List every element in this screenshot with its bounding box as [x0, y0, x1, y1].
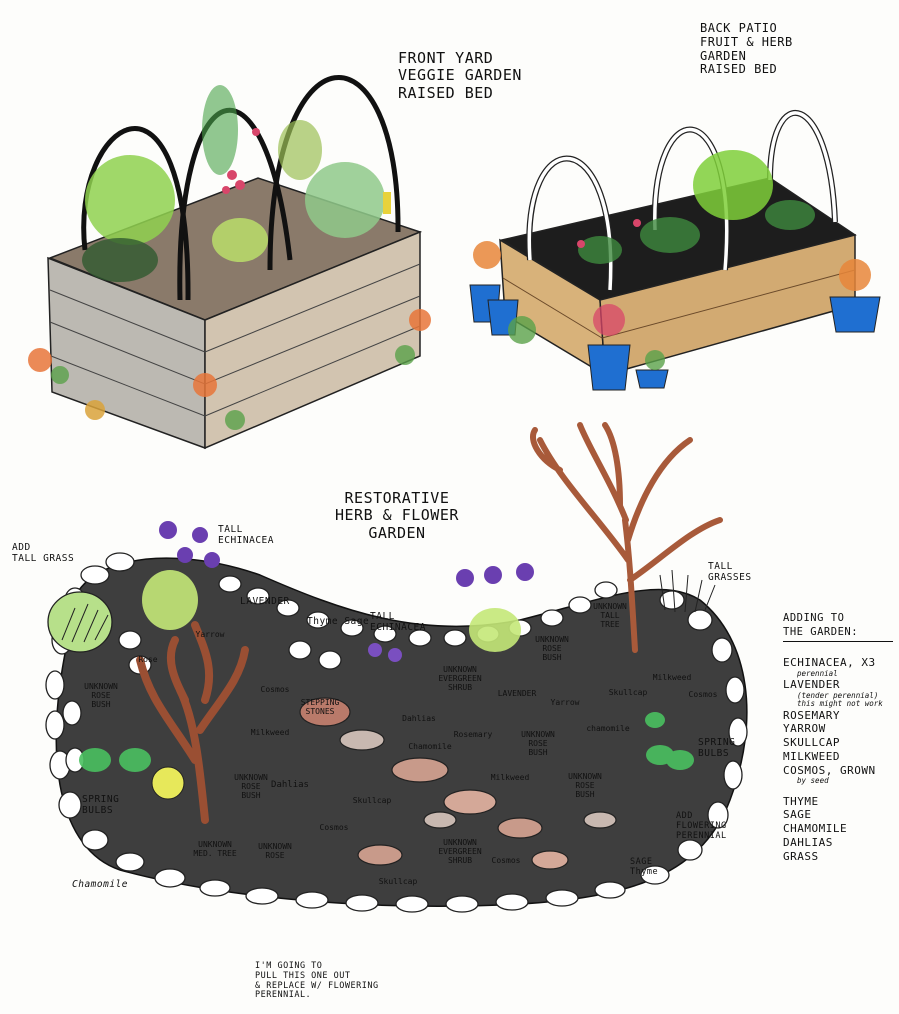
tall-echinacea-left-note: TALL ECHINACEA [218, 524, 274, 546]
plant-yarrow-2: Yarrow [550, 698, 580, 707]
plant-rosemary: Rosemary [453, 730, 493, 739]
front-raised-bed [28, 74, 431, 450]
adding-list-item: YARROW [783, 722, 826, 736]
add-flowering-note: ADD FLOWERING PERENNIAL [676, 811, 727, 841]
tall-grasses-note: TALL GRASSES [708, 561, 752, 583]
adding-list-item: MILKWEED [783, 749, 840, 763]
plant-dahlias-2: Dahlias [402, 714, 436, 723]
plant-cosmos-3: Cosmos [688, 690, 718, 699]
adding-list-item: CHAMOMILE [783, 822, 848, 836]
plant-unknown-rose: UNKNOWN ROSE [258, 842, 292, 861]
adding-list-item: SKULLCAP [783, 736, 840, 750]
restorative-garden-bed [45, 422, 748, 913]
plant-unknown-tall-tree: UNKNOWN TALL TREE [593, 602, 627, 630]
adding-list-item: ROSEMARY [783, 708, 840, 722]
plant-unknown-rose-bush-dahlias: UNKNOWN ROSE BUSH [234, 773, 268, 801]
plant-skullcap-3: Skullcap [608, 688, 648, 697]
plant-skullcap-2: Skullcap [378, 877, 418, 886]
plant-chamomile-1: Chamomile [408, 742, 452, 751]
lavender-note: LAVENDER [240, 596, 290, 607]
adding-list-item: SAGE [783, 808, 812, 822]
plant-dahlias-1: Dahlias [271, 780, 309, 790]
adding-to-garden-list: ADDING TO THE GARDEN: ECHINACEA, x3peren… [783, 612, 893, 863]
back-patio-raised-bed [469, 109, 881, 391]
back-bed-title: BACK PATIO FRUIT & HERB GARDEN RAISED BE… [700, 21, 793, 77]
stepping-stones [299, 697, 617, 870]
thyme-sage-note: Thyme Sage [307, 616, 370, 627]
adding-list-item: ECHINACEA, x3 [783, 656, 876, 670]
plant-rose-top: Rose [138, 655, 158, 664]
plant-milkweed-1: Milkweed [250, 728, 290, 737]
chamomile-note: Chamomile [72, 879, 128, 890]
add-tall-grass-note: ADD TALL GRASS [12, 542, 75, 564]
plant-unknown-rose-bush-mid: UNKNOWN ROSE BUSH [521, 730, 555, 758]
plant-milkweed-2: Milkweed [652, 673, 692, 682]
plant-cosmos-2: Cosmos [319, 823, 349, 832]
plant-cosmos-4: Cosmos [491, 856, 521, 865]
plant-chamomile-2: chamomile [586, 724, 630, 733]
plant-stepping-stones: STEPPING STONES [300, 698, 340, 717]
adding-list-item: LAVENDER [783, 678, 840, 692]
adding-list-item: THYME [783, 794, 819, 808]
adding-list-heading: ADDING TO THE GARDEN: [783, 612, 893, 643]
restorative-title: RESTORATIVE HERB & FLOWER GARDEN [335, 489, 459, 542]
plant-lavender-bed: LAVENDER [497, 689, 537, 698]
adding-list-item: COSMOS, grown [783, 763, 876, 777]
plant-cosmos-1: Cosmos [260, 685, 290, 694]
sage-thyme-note: SAGE Thyme [630, 857, 659, 877]
front-bed-title: FRONT YARD VEGGIE GARDEN RAISED BED [398, 49, 522, 102]
tall-echinacea-mid-note: TALL ECHINACEA [370, 611, 426, 633]
adding-list-item: GRASS [783, 849, 819, 863]
plant-unknown-evergreen-bottom: UNKNOWN EVERGREEN SHRUB [438, 838, 482, 866]
adding-list-item-note: (tender perennial) this might not work [797, 691, 883, 709]
adding-list-item: DAHLIAS [783, 835, 833, 849]
adding-list-item-note: perennial [797, 669, 838, 679]
plant-yarrow-top: Yarrow [195, 630, 225, 639]
spring-bulbs-right-note: SPRING BULBS [698, 737, 736, 759]
adding-list-item-note: by seed [797, 776, 829, 786]
pull-out-note: I'M GOING TO PULL THIS ONE OUT & REPLACE… [255, 961, 379, 1001]
adding-list-items: ECHINACEA, x3perennialLAVENDER(tender pe… [783, 656, 893, 863]
plant-milkweed-3: Milkweed [490, 773, 530, 782]
plant-unknown-evergreen-top: UNKNOWN EVERGREEN SHRUB [438, 665, 482, 693]
plant-unknown-med-tree: UNKNOWN MED. TREE [193, 840, 237, 859]
plant-unknown-rose-bush-left: UNKNOWN ROSE BUSH [84, 682, 118, 710]
spring-bulbs-left-note: SPRING BULBS [82, 794, 120, 816]
plant-unknown-rose-bush-top: UNKNOWN ROSE BUSH [535, 635, 569, 663]
plant-skullcap-1: Skullcap [352, 796, 392, 805]
plant-unknown-rose-bush-right: UNKNOWN ROSE BUSH [568, 772, 602, 800]
